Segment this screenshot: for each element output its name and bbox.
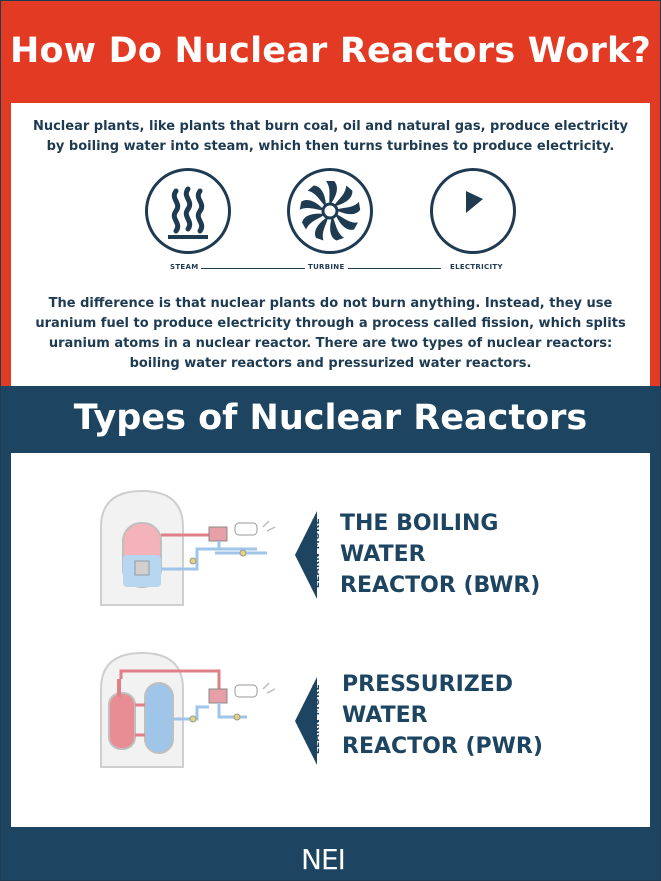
- bwr-title-line-1: THE BOILING: [340, 511, 499, 536]
- types-card: LEARN MORE THE BOILING WATER REACTOR (BW…: [11, 453, 650, 827]
- intro-card: Nuclear plants, like plants that burn co…: [11, 103, 650, 386]
- pwr-title-link[interactable]: PRESSURIZED WATER REACTOR (PWR): [342, 669, 572, 762]
- turbine-label: TURBINE: [305, 263, 348, 271]
- page-title: How Do Nuclear Reactors Work?: [9, 31, 652, 71]
- fission-paragraph: The difference is that nuclear plants do…: [35, 296, 626, 371]
- intro-paragraph: Nuclear plants, like plants that burn co…: [32, 119, 629, 154]
- steam-icon: [145, 168, 231, 254]
- nei-logo[interactable]: NEI: [301, 843, 346, 876]
- pwr-title-line-2: WATER: [342, 703, 428, 728]
- bwr-title-line-2: WATER: [340, 542, 426, 567]
- bwr-arrow-icon[interactable]: [295, 511, 317, 599]
- pressurized-water-reactor-diagram[interactable]: [97, 649, 297, 769]
- pwr-learn-more-link[interactable]: LEARN MORE: [312, 683, 322, 755]
- pwr-arrow-icon[interactable]: [295, 677, 317, 765]
- steam-label: STEAM: [167, 263, 202, 271]
- types-title: Types of Nuclear Reactors: [73, 398, 588, 438]
- electricity-meter-icon: [430, 168, 516, 254]
- bwr-title-line-3: REACTOR (BWR): [340, 573, 541, 598]
- bwr-title-link[interactable]: THE BOILING WATER REACTOR (BWR): [340, 508, 570, 601]
- pwr-title-line-1: PRESSURIZED: [342, 672, 514, 697]
- pwr-title-line-3: REACTOR (PWR): [342, 734, 543, 759]
- bwr-learn-more-link[interactable]: LEARN MORE: [312, 517, 322, 589]
- boiling-water-reactor-diagram[interactable]: [97, 487, 297, 607]
- turbine-icon: [287, 168, 373, 254]
- electricity-label: ELECTRICITY: [447, 263, 506, 271]
